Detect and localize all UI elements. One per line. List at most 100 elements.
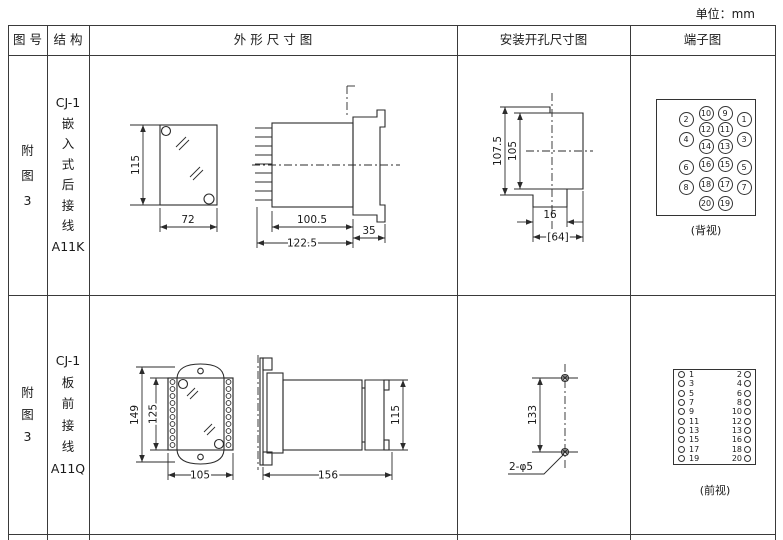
header-bottom-border: [8, 55, 775, 56]
svg-text:122.5: 122.5: [287, 238, 317, 250]
panel-edge-centerline: [346, 85, 357, 117]
terminal-circle: [678, 408, 685, 416]
right-terminal-strip: [225, 379, 232, 448]
terminal-circle: [678, 389, 685, 397]
left-terminal-strip: [169, 379, 176, 448]
row-separator: [8, 295, 775, 296]
terminal-10: 10: [698, 105, 714, 121]
row2-figure-no: 附 图 3: [21, 384, 34, 444]
terminal-circle: [744, 408, 751, 416]
dimension-16: 16: [517, 207, 583, 242]
terminal-18: 18: [698, 176, 714, 192]
terminal-row: 11 12: [674, 416, 755, 426]
terminal-8: 8: [678, 179, 694, 195]
col-line-2: [89, 25, 90, 540]
col-line-4: [630, 25, 631, 540]
rear-block: [364, 379, 385, 451]
hole-callout: 2-φ5: [508, 453, 565, 475]
top-ear: [176, 363, 225, 379]
terminal-circle: [744, 371, 751, 379]
terminal-17: 17: [717, 176, 733, 192]
terminal-7: 7: [736, 179, 752, 195]
terminal-row: 13 13: [674, 426, 755, 435]
row2-terminal-caption: (前视): [699, 484, 731, 497]
terminal-circle: [678, 445, 685, 453]
terminal-circle: [678, 380, 685, 388]
header-mounting: 安装开孔尺寸图: [499, 32, 588, 47]
terminal-circle: [744, 417, 751, 425]
mounting-flange: [352, 109, 386, 223]
header-figure-no: 图 号: [13, 32, 42, 47]
dimension-115: 115: [130, 124, 160, 206]
table-bottom-border: [8, 534, 775, 535]
svg-text:72: 72: [181, 214, 194, 226]
svg-text:149: 149: [129, 405, 141, 425]
unit-label: 单位：mm: [695, 7, 755, 21]
row2-outline-front-view: 149 125 105: [129, 363, 234, 484]
row1-outline-side-view: 100.5 122.5 35: [252, 85, 400, 252]
row1-figure-no: 附 图 3: [21, 142, 34, 208]
dimension-64: [64]: [533, 191, 584, 246]
bottom-ear: [176, 449, 225, 465]
dimension-115: 115: [389, 379, 408, 451]
terminal-2: 2: [678, 111, 694, 127]
hatch-marks: [175, 136, 204, 181]
row1-terminal-caption: (背视): [690, 224, 722, 237]
terminal-circle: [678, 399, 685, 407]
svg-text:133: 133: [527, 405, 539, 425]
terminal-row: 1 2: [674, 370, 755, 379]
hatch-marks: [186, 387, 216, 436]
dimension-149: 149: [129, 366, 175, 463]
svg-text:115: 115: [130, 155, 142, 175]
terminal-circle: [744, 389, 751, 397]
dimension-100-5: 100.5: [271, 211, 354, 248]
dimension-105: 105: [507, 113, 523, 189]
row1-structure: CJ-1 嵌 入 式 后 接 线 A11K: [51, 95, 85, 254]
svg-text:16: 16: [543, 209, 557, 221]
terminal-circle: [678, 417, 685, 425]
row2-mounting-holes: 133 2-φ5: [508, 364, 578, 475]
dimension-156: 156: [262, 452, 393, 484]
relay-body: [282, 379, 363, 451]
terminal-13: 13: [717, 138, 733, 154]
dimension-107-5: 107.5: [492, 107, 508, 195]
cutout-profile: [500, 106, 584, 208]
terminal-circle: [744, 426, 751, 434]
terminal-6: 6: [678, 159, 694, 175]
terminal-15: 15: [717, 156, 733, 172]
mounting-hole-top: [560, 373, 570, 383]
dimension-133: 133: [527, 378, 543, 452]
terminal-12: 12: [698, 121, 714, 137]
terminal-circle: [744, 399, 751, 407]
terminal-3: 3: [736, 131, 752, 147]
terminal-4: 4: [678, 131, 694, 147]
row1-terminal-box: 2 4 6 8 10 12 14 16 18 20 9 11 13 15 17 …: [656, 99, 756, 216]
terminal-circle: [744, 436, 751, 444]
svg-text:100.5: 100.5: [297, 214, 327, 226]
svg-text:115: 115: [390, 405, 402, 425]
svg-text:125: 125: [148, 404, 160, 424]
row2-outline-side-view: 115 156: [257, 355, 408, 484]
dimension-35: 35: [353, 224, 386, 243]
terminal-16: 16: [698, 156, 714, 172]
terminal-circle: [744, 445, 751, 453]
terminal-circle: [678, 436, 685, 444]
mounting-hole-bottom: [560, 447, 570, 457]
terminal-row: 17 18: [674, 444, 755, 454]
terminal-1: 1: [736, 111, 752, 127]
terminal-5: 5: [736, 159, 752, 175]
mounting-plate: [259, 357, 264, 466]
row1-mounting-cutout: 107.5 105 16 [64]: [492, 93, 593, 246]
dimension-122-5: 122.5: [256, 207, 353, 252]
dimension-105: 105: [167, 453, 234, 484]
row2-structure: CJ-1 板 前 接 线 A11Q: [50, 353, 86, 476]
terminal-row: 7 8: [674, 398, 755, 407]
terminal-pins: [255, 127, 272, 201]
terminal-circle: [678, 454, 685, 462]
row1-outline-front-view: 115 72: [130, 124, 218, 232]
svg-text:105: 105: [190, 470, 210, 482]
terminal-20: 20: [698, 195, 714, 211]
terminal-circle: [744, 380, 751, 388]
dimension-125: 125: [146, 377, 168, 451]
